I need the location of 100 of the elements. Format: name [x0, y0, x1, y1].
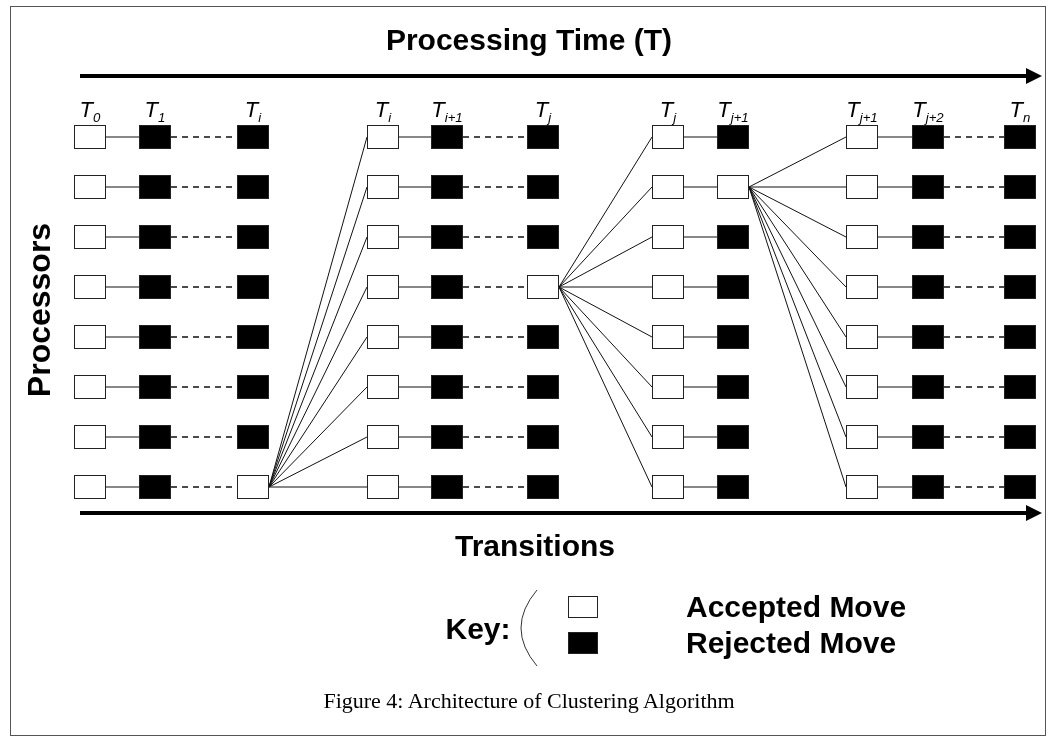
connector-line [877, 186, 913, 188]
connector-line [877, 336, 913, 338]
accepted-move-square [652, 425, 684, 449]
accepted-move-square [846, 425, 878, 449]
rejected-move-square [1004, 125, 1036, 149]
connector-line [398, 136, 432, 138]
connector-line [398, 386, 432, 388]
rejected-move-square [237, 375, 269, 399]
rejected-move-square [431, 225, 463, 249]
connector-line [683, 336, 718, 338]
rejected-move-square [139, 375, 171, 399]
accepted-move-square [367, 375, 399, 399]
connector-line [398, 436, 432, 438]
rejected-move-square [527, 325, 559, 349]
connector-line [683, 436, 718, 438]
rejected-move-square [431, 175, 463, 199]
diagram-title: Processing Time (T) [384, 22, 674, 58]
connector-line [748, 136, 847, 188]
rejected-move-square [139, 225, 171, 249]
rejected-move-square [717, 125, 749, 149]
connector-line [943, 136, 1005, 138]
accepted-move-square [74, 375, 106, 399]
accepted-move-square [652, 475, 684, 499]
connector-line [268, 436, 368, 488]
accepted-move-square [367, 125, 399, 149]
connector-line [398, 286, 432, 288]
rejected-move-square [912, 425, 944, 449]
connector-line [943, 186, 1005, 188]
rejected-move-square [1004, 475, 1036, 499]
connector-line [105, 136, 140, 138]
rejected-move-square [912, 175, 944, 199]
accepted-move-square [652, 275, 684, 299]
connector-line [105, 236, 140, 238]
connector-line [105, 186, 140, 188]
accepted-move-square [74, 125, 106, 149]
connector-line [943, 486, 1005, 488]
legend-text: Rejected Move [686, 627, 897, 659]
rejected-move-square [237, 325, 269, 349]
connector-line [398, 486, 432, 488]
rejected-move-square [431, 425, 463, 449]
rejected-move-square [527, 375, 559, 399]
rejected-move-square [1004, 375, 1036, 399]
accepted-move-square [367, 225, 399, 249]
connector-line [943, 336, 1005, 338]
accepted-move-square [846, 225, 878, 249]
rejected-move-square [237, 175, 269, 199]
rejected-move-square [717, 325, 749, 349]
rejected-move-square [237, 225, 269, 249]
time-step-label: T$_{i+1}$ [431, 98, 463, 126]
rejected-move-square [431, 325, 463, 349]
time-step-label: T$_{j+2}$ [912, 98, 944, 126]
rejected-move-square [717, 425, 749, 449]
rejected-move-square [1004, 225, 1036, 249]
accepted-move-square [237, 475, 269, 499]
connector-line [558, 286, 653, 388]
rejected-move-square [139, 475, 171, 499]
accepted-move-square [74, 325, 106, 349]
accepted-move-square [846, 175, 878, 199]
connector-line [105, 436, 140, 438]
connector-line [105, 336, 140, 338]
rejected-move-square [912, 225, 944, 249]
rejected-move-square [139, 425, 171, 449]
rejected-move-square [1004, 275, 1036, 299]
connector-line [558, 186, 653, 288]
accepted-move-square [652, 125, 684, 149]
connector-line [683, 486, 718, 488]
connector-line [877, 386, 913, 388]
connector-line [943, 386, 1005, 388]
accepted-move-square [367, 325, 399, 349]
accepted-move-square [74, 425, 106, 449]
connector-line [748, 186, 847, 288]
connector-line [877, 486, 913, 488]
rejected-move-square [527, 475, 559, 499]
accepted-move-square [846, 475, 878, 499]
connector-line [943, 236, 1005, 238]
connector-line [268, 336, 368, 488]
time-step-label: T$_{j+1}$ [717, 98, 749, 126]
connector-line [877, 286, 913, 288]
rejected-move-square [237, 275, 269, 299]
connector-line [683, 236, 718, 238]
axis-title: Transitions [455, 528, 615, 562]
accepted-move-square [367, 175, 399, 199]
accepted-move-square [367, 475, 399, 499]
rejected-move-square [527, 425, 559, 449]
connector-line [748, 186, 847, 238]
rejected-move-square [912, 275, 944, 299]
rejected-move-square [237, 425, 269, 449]
accepted-move-square [652, 175, 684, 199]
rejected-move-square [431, 475, 463, 499]
connector-line [268, 386, 368, 488]
time-step-label: T$_{n}$ [1009, 98, 1031, 126]
rejected-move-square [139, 125, 171, 149]
accepted-move-square [74, 275, 106, 299]
rejected-move-square [139, 325, 171, 349]
connector-line [268, 486, 368, 488]
legend-text: Accepted Move [686, 591, 907, 623]
connector-line [683, 136, 718, 138]
rejected-move-square [139, 275, 171, 299]
time-step-label: T$_{i}$ [374, 98, 392, 126]
connector-line [683, 286, 718, 288]
